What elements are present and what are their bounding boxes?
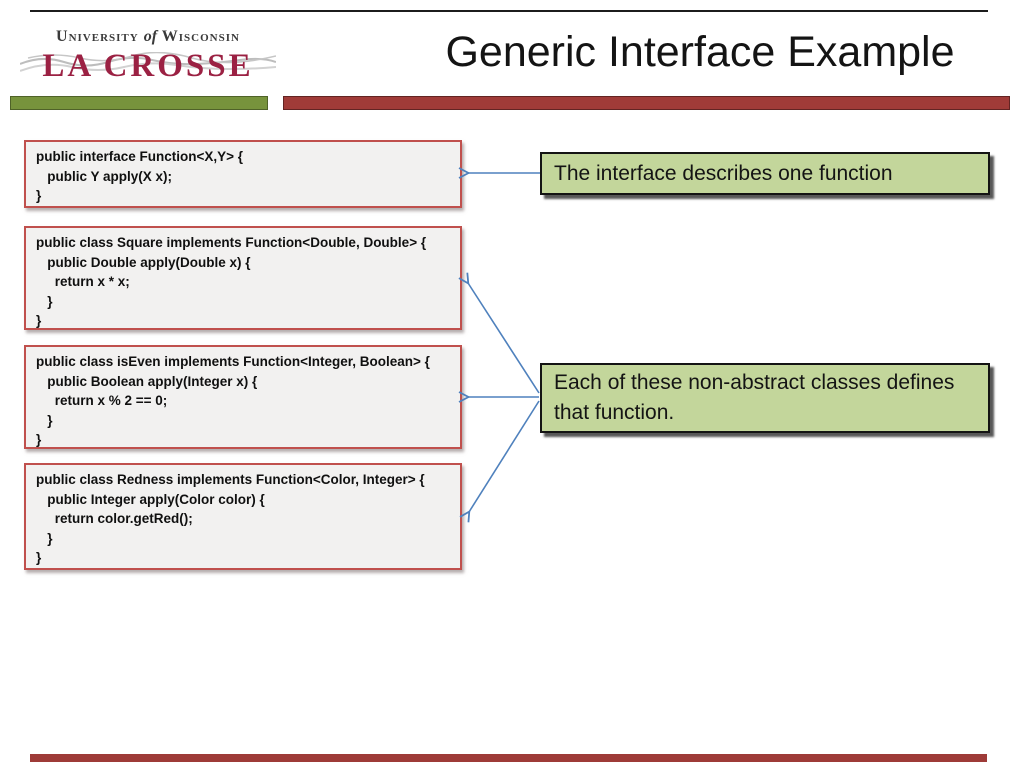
logo-waves-graphic <box>20 52 276 72</box>
slide-title: Generic Interface Example <box>445 28 955 76</box>
code-box-square-class: public class Square implements Function<… <box>24 226 462 330</box>
arrow-to-redness-box <box>459 400 540 523</box>
arrow-to-square-box <box>458 272 540 394</box>
logo-university-line: University of Wisconsin <box>20 28 276 46</box>
callout-classes-note: Each of these non-abstract classes defin… <box>540 363 990 433</box>
code-text-function-interface: public interface Function<X,Y> { public … <box>36 149 244 203</box>
code-box-iseven-class: public class isEven implements Function<… <box>24 345 462 449</box>
logo-word-wisconsin: Wisconsin <box>161 28 240 45</box>
green-accent-bar <box>10 96 268 110</box>
callout-interface-note: The interface describes one function <box>540 152 990 195</box>
callout-classes-note-text: Each of these non-abstract classes defin… <box>554 371 955 424</box>
code-text-redness-class: public class Redness implements Function… <box>36 472 425 565</box>
callout-interface-note-text: The interface describes one function <box>554 161 893 185</box>
top-divider-rule <box>30 10 988 12</box>
code-box-redness-class: public class Redness implements Function… <box>24 463 462 570</box>
code-text-iseven-class: public class isEven implements Function<… <box>36 354 430 447</box>
code-text-square-class: public class Square implements Function<… <box>36 235 427 328</box>
maroon-accent-bar <box>283 96 1010 110</box>
logo-word-university: University <box>56 28 139 45</box>
footer-accent-bar <box>30 754 987 762</box>
logo-lacrosse-wordmark: LA CROSSE <box>42 48 254 84</box>
code-box-function-interface: public interface Function<X,Y> { public … <box>24 140 462 208</box>
uw-lacrosse-logo: University of Wisconsin LA CROSSE <box>20 28 276 92</box>
logo-word-of: of <box>143 28 158 45</box>
